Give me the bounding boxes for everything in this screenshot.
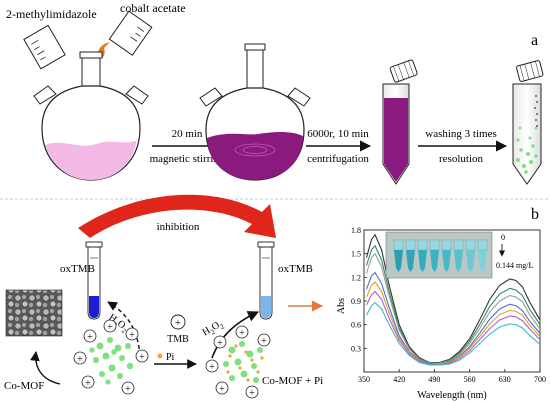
beaker-cobalt-acetate bbox=[108, 10, 153, 56]
vial-cap bbox=[441, 239, 452, 251]
solid-arrow-h2o2 bbox=[211, 311, 260, 359]
flask-purple bbox=[199, 43, 311, 181]
sem-image bbox=[5, 289, 63, 337]
y-tick-label: 0.9 bbox=[351, 297, 361, 306]
beaker-2-methylimidazole bbox=[23, 24, 66, 70]
absorbance-chart: 350 420 490 560 630 700 0.3 0.6 0.9 1.2 1.5 1.8 0 0… bbox=[336, 226, 546, 401]
x-tick-label: 350 bbox=[358, 375, 370, 384]
pi-label: Pi bbox=[166, 352, 175, 363]
svg-text:+: + bbox=[77, 354, 83, 365]
svg-text:+: + bbox=[129, 330, 135, 341]
inhibition-arrow bbox=[78, 194, 276, 238]
svg-text:+: + bbox=[249, 388, 255, 399]
vial-body bbox=[430, 250, 439, 272]
vial-cap bbox=[405, 239, 416, 251]
vial-photo bbox=[385, 231, 493, 279]
pink-liquid bbox=[45, 140, 137, 180]
vial-body bbox=[442, 250, 451, 272]
series-line-7 bbox=[366, 301, 541, 366]
vial-body bbox=[466, 250, 475, 272]
y-tick-label: 1.2 bbox=[351, 273, 361, 282]
co-mof-label: Co-MOF bbox=[4, 380, 44, 392]
svg-text:+: + bbox=[261, 336, 267, 347]
panel-a-label: a bbox=[531, 32, 538, 49]
x-tick-label: 490 bbox=[428, 375, 440, 384]
step-3-bottom: resolution bbox=[439, 153, 483, 165]
photo-bottom-label: 0.144 mg/L bbox=[496, 261, 533, 270]
y-tick-label: 0.3 bbox=[351, 344, 361, 353]
reagent-2-label: cobalt acetate bbox=[120, 1, 186, 15]
pi-dot-icon bbox=[157, 353, 163, 359]
chart-axes-group: 350 420 490 560 630 700 0.3 0.6 0.9 1.2 1.5 1.8 bbox=[351, 226, 546, 384]
co-mof-arrow bbox=[30, 351, 61, 385]
panel-b-label: b bbox=[531, 206, 539, 223]
y-tick-label: 1.8 bbox=[351, 226, 361, 235]
svg-text:+: + bbox=[85, 378, 91, 389]
series-line-3 bbox=[365, 252, 541, 364]
svg-text:+: + bbox=[125, 384, 131, 395]
step-1-top: 20 min bbox=[172, 128, 203, 140]
step-2-bottom: centrifugation bbox=[307, 153, 369, 165]
vial-body bbox=[454, 250, 463, 272]
svg-text:+: + bbox=[219, 384, 225, 395]
tmb-plus-icon bbox=[170, 314, 186, 330]
x-tick-label: 560 bbox=[464, 375, 476, 384]
vial-body bbox=[418, 250, 427, 272]
svg-text:+: + bbox=[107, 322, 113, 333]
vial-cap bbox=[417, 239, 428, 251]
tmb-label: TMB bbox=[167, 334, 189, 345]
vial-cap bbox=[393, 239, 404, 251]
vial-cap bbox=[453, 239, 464, 251]
step-3-top: washing 3 times bbox=[425, 128, 497, 140]
co-mof-cluster: + + + + + + + bbox=[73, 319, 149, 395]
vial-cap bbox=[429, 239, 440, 251]
co-mof-pi-cluster: + + + + + + bbox=[205, 325, 271, 399]
x-tick-label: 420 bbox=[393, 375, 405, 384]
x-tick-label: 700 bbox=[534, 375, 546, 384]
vial-body bbox=[394, 250, 403, 272]
svg-text:+: + bbox=[139, 352, 145, 363]
flask-pink bbox=[33, 51, 149, 181]
series-line-6 bbox=[366, 290, 541, 366]
svg-text:+: + bbox=[217, 338, 223, 349]
series-line-5 bbox=[366, 281, 541, 365]
reagent-1-label: 2-methylimidazole bbox=[6, 7, 97, 21]
vial-body bbox=[478, 250, 487, 272]
co-mof-pi-label: Co-MOF + Pi bbox=[262, 375, 323, 387]
series-line-2 bbox=[365, 244, 541, 364]
y-tick-label: 0.6 bbox=[351, 321, 361, 330]
chart-ylabel: Abs bbox=[336, 298, 347, 314]
svg-text:+: + bbox=[87, 332, 93, 343]
y-tick-label: 1.5 bbox=[351, 250, 361, 259]
series-line-1 bbox=[365, 233, 541, 364]
chart-series-group bbox=[365, 233, 541, 366]
h2o2-right-label: H2O2 bbox=[201, 318, 227, 340]
centrifuge-tube-washed bbox=[512, 60, 544, 185]
tube-right-label: oxTMB bbox=[278, 263, 313, 275]
svg-text:+: + bbox=[209, 362, 215, 373]
vial-cap bbox=[465, 239, 476, 251]
series-line-4 bbox=[365, 271, 541, 365]
tmb-plus-glyph: + bbox=[175, 317, 181, 329]
chart-xlabel: Wavelength (nm) bbox=[417, 390, 486, 401]
tube-oxtmb-dark bbox=[85, 241, 103, 320]
step-1-bottom: magnetic stirring bbox=[150, 153, 225, 165]
inhibition-label: inhibition bbox=[157, 221, 200, 233]
vial-body bbox=[406, 250, 415, 272]
step-2-top: 6000r, 10 min bbox=[307, 128, 369, 140]
svg-text:+: + bbox=[239, 328, 245, 339]
dashed-arrow-h2o2 bbox=[107, 301, 141, 357]
centrifuge-tube-purple bbox=[382, 59, 418, 185]
tube-oxtmb-light bbox=[257, 241, 275, 320]
x-tick-label: 630 bbox=[499, 375, 511, 384]
tube-left-label: oxTMB bbox=[60, 263, 95, 275]
photo-top-label: 0 bbox=[501, 233, 505, 242]
vial-cap bbox=[477, 239, 488, 251]
